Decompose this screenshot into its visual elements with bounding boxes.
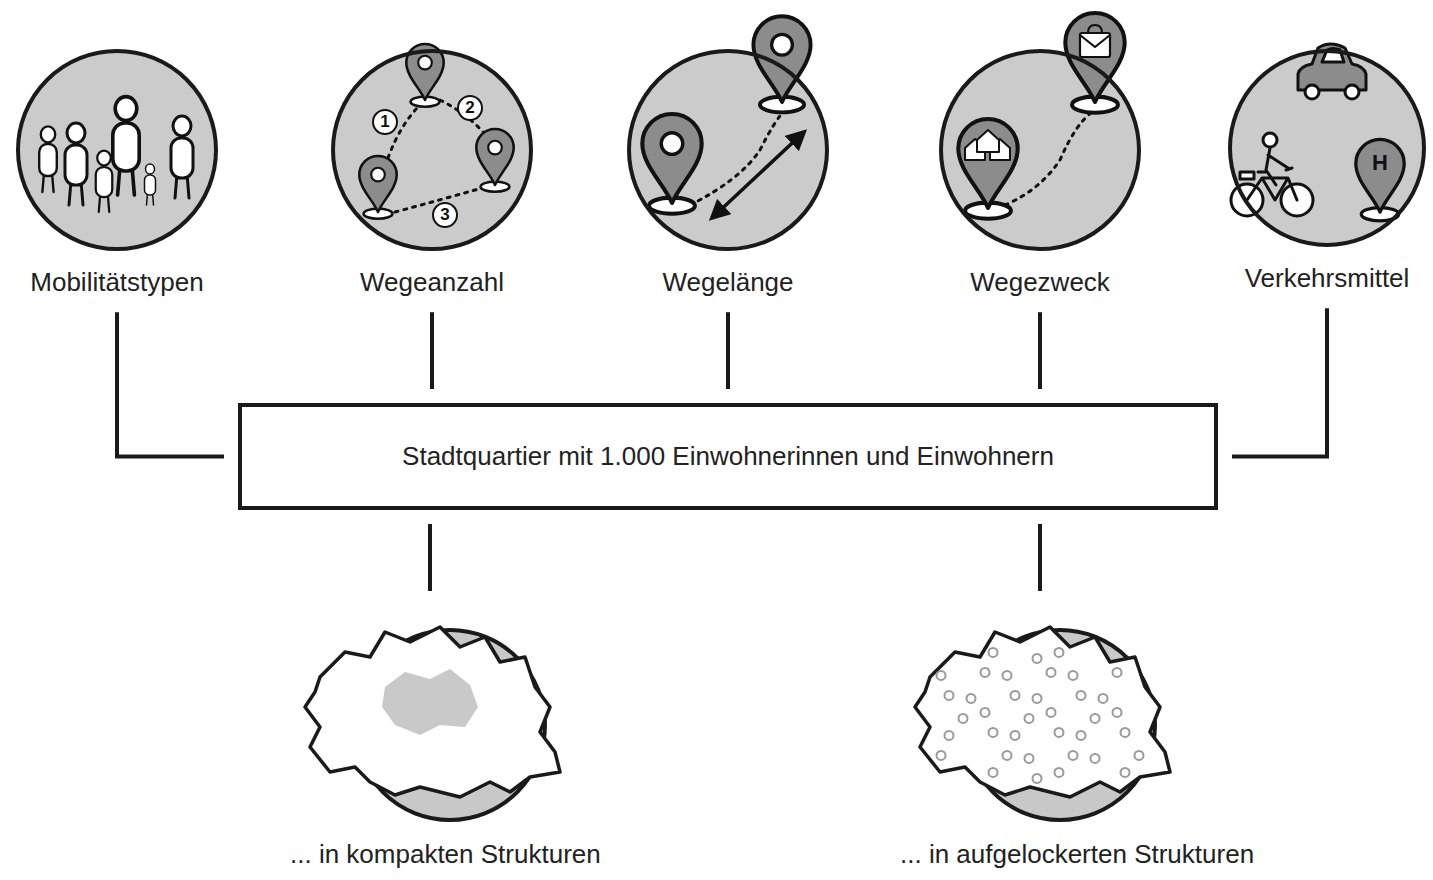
settlement-dot <box>989 728 998 737</box>
map-outline <box>900 605 1180 827</box>
settlement-dot <box>1033 694 1042 703</box>
settlement-dot <box>1025 754 1034 763</box>
city-boundary <box>305 627 560 797</box>
settlement-dot <box>937 751 946 760</box>
connector-line <box>1232 308 1327 456</box>
settlement-dot <box>1047 668 1056 677</box>
city-map <box>305 627 560 797</box>
settlement-dot <box>1091 754 1100 763</box>
trip-purpose-icon: Wegezweck <box>930 45 1150 298</box>
connector-line <box>117 312 224 456</box>
settlement-dot <box>945 691 954 700</box>
settlement-dot <box>1099 694 1108 703</box>
node-label: ... in aufgelockerten Strukturen <box>900 839 1180 870</box>
callout-number: 2 <box>456 94 484 122</box>
settlement-dot <box>1003 671 1012 680</box>
settlement-dot <box>1077 731 1086 740</box>
settlement-dot <box>1003 751 1012 760</box>
settlement-dot <box>981 668 990 677</box>
settlement-dot <box>1047 708 1056 717</box>
connector-line <box>1038 524 1042 591</box>
settlement-dot <box>1055 728 1064 737</box>
node-label: ... in kompakten Strukturen <box>290 839 570 870</box>
city-boundary <box>915 627 1170 797</box>
circle-outline <box>629 51 827 249</box>
node-label: Mobilitätstypen <box>7 267 227 298</box>
circle-outline <box>333 51 531 249</box>
people-icon <box>39 97 193 212</box>
settlement-dot <box>1069 671 1078 680</box>
icon-discs <box>17 50 1425 250</box>
trip-purpose-icon <box>958 13 1124 219</box>
compact-area <box>382 669 478 735</box>
transport-mode-icon: Verkehrsmittel <box>1222 45 1432 294</box>
settlement-dot <box>967 694 976 703</box>
settlement-dot <box>1055 768 1064 777</box>
circle-outline <box>1222 45 1432 251</box>
settlement-dot <box>1091 714 1100 723</box>
node-label: Wegezweck <box>930 267 1150 298</box>
settlement-dot <box>1113 668 1122 677</box>
node-label: Verkehrsmittel <box>1222 263 1432 294</box>
callout-number: 3 <box>431 201 459 229</box>
settlement-dot <box>945 731 954 740</box>
mobility-types-icon: Mobilitätstypen <box>7 45 227 298</box>
trip-count-icon: Wegeanzahl <box>322 45 542 298</box>
settlement-dot <box>1069 751 1078 760</box>
circle-outline <box>930 45 1150 255</box>
settlement-dot <box>989 648 998 657</box>
node-label: Wegelänge <box>618 267 838 298</box>
connector-line <box>428 524 432 591</box>
city-map <box>915 627 1170 797</box>
circle-outline <box>941 51 1139 249</box>
node-label: Wegeanzahl <box>322 267 542 298</box>
callout-number: 1 <box>371 108 399 136</box>
circle-outline <box>322 45 542 255</box>
trip-length-icon <box>642 16 810 218</box>
settlement-dot <box>1011 691 1020 700</box>
settlement-dot <box>959 714 968 723</box>
settlement-dot <box>1113 708 1122 717</box>
connector-line <box>726 312 730 389</box>
settlement-dot <box>1121 728 1130 737</box>
settlement-dot <box>1121 768 1130 777</box>
settlement-dot <box>1055 648 1064 657</box>
district-box: Stadtquartier mit 1.000 Einwohnerinnen u… <box>238 403 1218 510</box>
settlement-dot <box>937 671 946 680</box>
trip-length-icon: Wegelänge <box>618 45 838 298</box>
map-outline <box>290 605 570 827</box>
stop-letter: H <box>1366 149 1394 177</box>
settlement-dot <box>989 768 998 777</box>
settlement-dot <box>1011 731 1020 740</box>
connector-line <box>430 312 434 389</box>
circle-outline <box>18 51 216 249</box>
circle-outline <box>7 45 227 255</box>
settlement-dot <box>1077 691 1086 700</box>
settlement-dot <box>1033 654 1042 663</box>
box-label: Stadtquartier mit 1.000 Einwohnerinnen u… <box>402 441 1054 472</box>
settlement-dot <box>1025 714 1034 723</box>
circle-outline <box>618 45 838 255</box>
dispersed-map: ... in aufgelockerten Strukturen <box>900 605 1180 870</box>
connector-line <box>1038 312 1042 389</box>
transport-icon <box>1231 44 1404 221</box>
compact-map: ... in kompakten Strukturen <box>290 605 570 870</box>
settlement-dot <box>981 708 990 717</box>
settlement-dot <box>1033 774 1042 783</box>
settlement-dot <box>1135 751 1144 760</box>
circle-outline <box>1230 51 1424 245</box>
